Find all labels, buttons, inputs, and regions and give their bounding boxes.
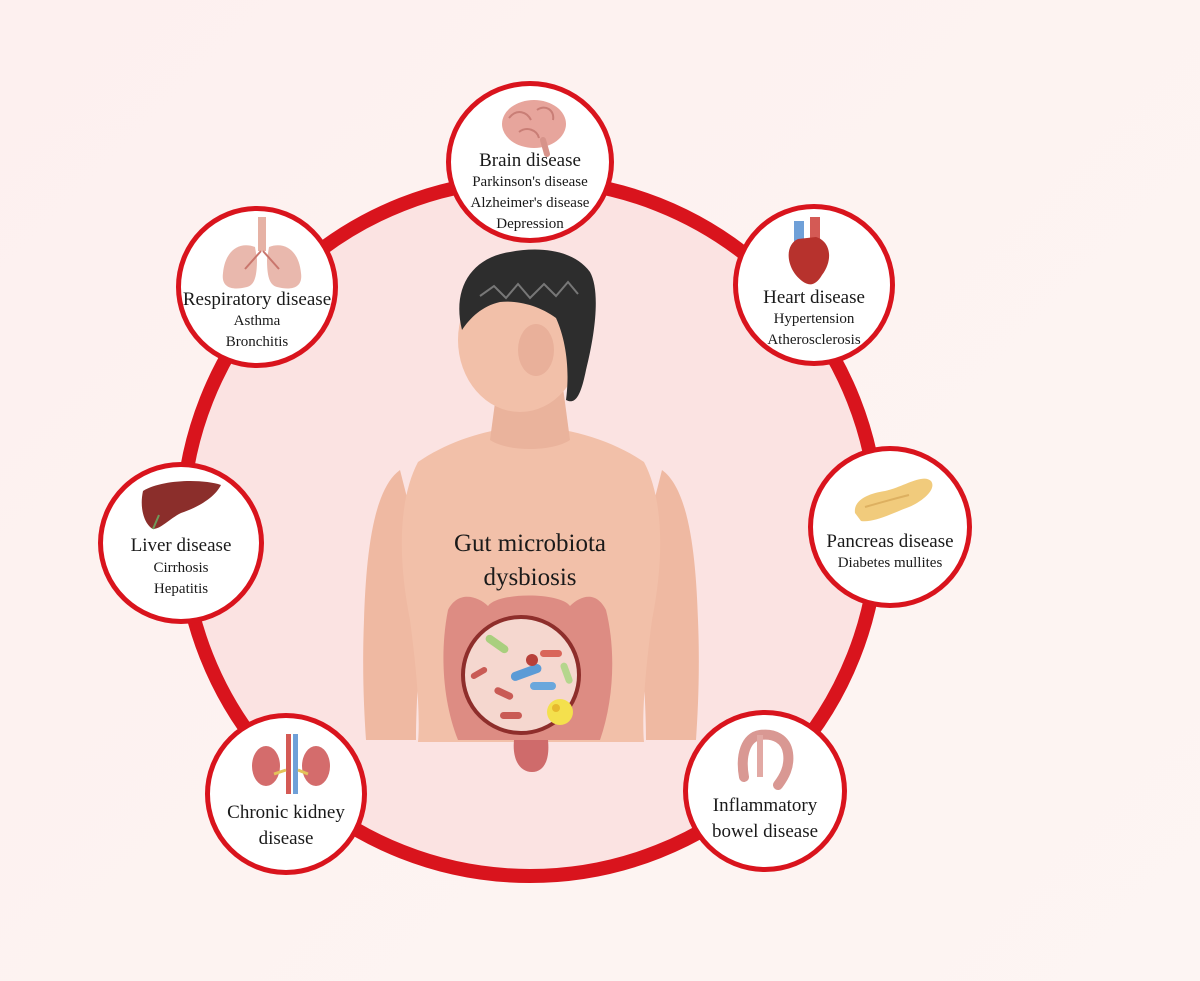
disease-circle-kidney: Chronic kidney disease (205, 713, 367, 875)
disease-sub-item: Bronchitis (225, 334, 289, 350)
disease-sub-item: Diabetes mullites (837, 555, 943, 571)
disease-name: Pancreas disease (826, 531, 954, 552)
disease-circle-respiratory: Respiratory disease Asthma Bronchitis (176, 206, 338, 368)
disease-circle-pancreas: Pancreas disease Diabetes mullites (808, 446, 972, 608)
disease-circle-ibd: Inflammatory bowel disease (683, 710, 847, 872)
disease-name: bowel disease (711, 821, 819, 842)
disease-name: Inflammatory (712, 795, 818, 816)
disease-sub-item: Atherosclerosis (767, 332, 861, 348)
disease-sub-item: Asthma (233, 313, 281, 329)
disease-name: Respiratory disease (182, 289, 332, 310)
disease-sub-item: Parkinson's disease (472, 174, 588, 190)
disease-name: Heart disease (763, 287, 865, 308)
disease-sub-item: Hepatitis (153, 581, 209, 597)
brain-icon (502, 100, 566, 157)
bacteria-icon (470, 634, 573, 725)
kidney-icon (252, 734, 330, 794)
disease-sub-item: Alzheimer's disease (470, 195, 590, 211)
disease-name: Chronic kidney (227, 802, 345, 823)
disease-circle-brain: Brain disease Parkinson's disease Alzhei… (446, 81, 614, 243)
center-title-line: Gut microbiota (453, 530, 607, 557)
heart-icon (788, 217, 830, 285)
center-title: Gut microbiota dysbiosis (400, 527, 660, 595)
disease-sub-item: Cirrhosis (153, 560, 209, 576)
disease-name: Brain disease (479, 150, 581, 171)
liver-icon (141, 481, 221, 530)
disease-sub-item: Hypertension (773, 311, 855, 327)
disease-circle-liver: Liver disease Cirrhosis Hepatitis (98, 462, 264, 624)
disease-circle-heart: Heart disease Hypertension Atheroscleros… (733, 204, 895, 366)
pancreas-icon (854, 478, 933, 522)
disease-name: disease (258, 828, 314, 849)
human-figure-icon (363, 249, 699, 772)
lungs-icon (222, 217, 302, 289)
colon-icon (737, 729, 794, 790)
disease-name: Liver disease (130, 535, 232, 556)
disease-sub-item: Depression (496, 216, 564, 232)
center-title-line: dysbiosis (483, 564, 577, 591)
